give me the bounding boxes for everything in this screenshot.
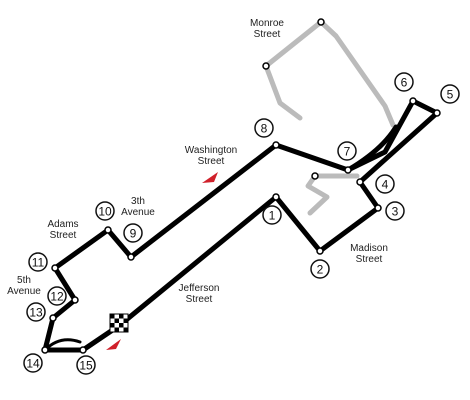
corner-node bbox=[49, 314, 57, 322]
turn-marker-4: 4 bbox=[375, 174, 395, 194]
turn-number-label: 3 bbox=[392, 205, 399, 219]
turn-marker-3: 3 bbox=[385, 201, 405, 221]
corner-nodes bbox=[41, 18, 441, 354]
turn-marker-6: 6 bbox=[394, 72, 414, 92]
corner-node bbox=[316, 247, 324, 255]
corner-node bbox=[317, 18, 325, 26]
turn-circle bbox=[394, 72, 414, 92]
turn-marker-9: 9 bbox=[123, 223, 143, 243]
turn-circle bbox=[23, 353, 43, 373]
turn-circle bbox=[310, 259, 330, 279]
turn-marker-15: 15 bbox=[76, 355, 96, 375]
turn-marker-5: 5 bbox=[440, 84, 460, 104]
turn-number-label: 7 bbox=[344, 145, 351, 159]
street-label-jefferson: Jefferson Street bbox=[178, 283, 220, 305]
corner-node bbox=[262, 62, 270, 70]
turn-circle bbox=[385, 201, 405, 221]
turn-circle bbox=[254, 118, 274, 138]
corner-node bbox=[272, 141, 280, 149]
street-label-madison: Madison Street bbox=[350, 243, 388, 265]
corner-node bbox=[51, 264, 59, 272]
turn-circle bbox=[95, 201, 115, 221]
turn-number-label: 5 bbox=[447, 88, 454, 102]
old-track-sections bbox=[263, 19, 396, 216]
turn-marker-12: 12 bbox=[47, 286, 67, 306]
corner-node bbox=[79, 346, 87, 354]
turn-number-label: 8 bbox=[261, 122, 268, 136]
turn-number-label: 12 bbox=[50, 290, 64, 304]
turn-marker-1: 1 bbox=[262, 205, 282, 225]
corner-node bbox=[272, 193, 280, 201]
turn-marker-7: 7 bbox=[337, 141, 357, 161]
street-label-monroe: Monroe Street bbox=[250, 18, 284, 40]
turn-number-label: 11 bbox=[32, 256, 45, 270]
turn-circle bbox=[47, 286, 67, 306]
corner-node bbox=[344, 166, 352, 174]
turn-marker-11: 11 bbox=[28, 252, 48, 272]
turn-marker-10: 10 bbox=[95, 201, 115, 221]
turn-marker-14: 14 bbox=[23, 353, 43, 373]
turn-circle bbox=[76, 355, 96, 375]
turn-number-label: 6 bbox=[401, 76, 408, 90]
corner-node bbox=[71, 296, 79, 304]
turn-marker-2: 2 bbox=[310, 259, 330, 279]
turn-circle bbox=[26, 302, 46, 322]
track-back-straight bbox=[345, 124, 399, 173]
turn-circle bbox=[337, 141, 357, 161]
direction-arrow-icon bbox=[106, 339, 121, 350]
turn-number-label: 9 bbox=[130, 227, 137, 241]
corner-node bbox=[127, 253, 135, 261]
street-label-adams: Adams Street bbox=[47, 219, 79, 241]
street-label-3th-avenue: 3th Avenue bbox=[121, 196, 155, 218]
corner-node bbox=[41, 346, 49, 354]
turn-circle bbox=[262, 205, 282, 225]
turn-number-label: 4 bbox=[382, 178, 389, 192]
street-label-5th-avenue: 5th Avenue bbox=[7, 275, 41, 297]
corner-node bbox=[311, 172, 319, 180]
turn-number-label: 15 bbox=[79, 359, 93, 373]
track-main-loop bbox=[42, 98, 440, 353]
main-track bbox=[42, 98, 440, 353]
corner-node bbox=[433, 109, 441, 117]
corner-node bbox=[409, 97, 417, 105]
turn-number-label: 10 bbox=[98, 205, 112, 219]
corner-node bbox=[356, 178, 364, 186]
corner-node bbox=[104, 226, 112, 234]
turn-number-label: 14 bbox=[26, 357, 40, 371]
turn-number-label: 13 bbox=[29, 306, 43, 320]
turn-number-label: 2 bbox=[317, 263, 324, 277]
turn-number-label: 1 bbox=[269, 209, 276, 223]
turn-marker-8: 8 bbox=[254, 118, 274, 138]
start-finish-flag-icon bbox=[109, 313, 129, 333]
old-track-chicane bbox=[305, 173, 360, 216]
street-label-washington: Washington Street bbox=[184, 145, 238, 167]
direction-arrow-icon bbox=[202, 172, 218, 183]
turn-circle bbox=[28, 252, 48, 272]
turn-circle bbox=[440, 84, 460, 104]
turn-circle bbox=[123, 223, 143, 243]
turn-marker-13: 13 bbox=[26, 302, 46, 322]
turn-circle bbox=[375, 174, 395, 194]
corner-node bbox=[374, 204, 382, 212]
